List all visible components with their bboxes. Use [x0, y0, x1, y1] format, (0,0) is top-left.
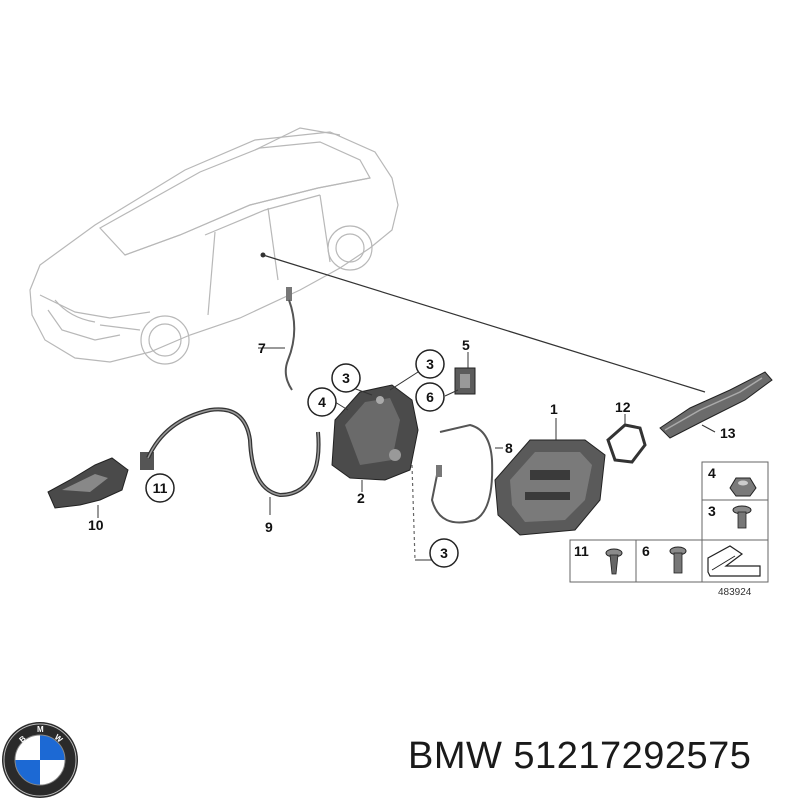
callout-4: 4 [307, 387, 337, 417]
clip-icon-11 [605, 548, 623, 575]
label-2: 2 [357, 490, 365, 506]
callout-11: 11 [145, 473, 175, 503]
label-13: 13 [720, 425, 736, 441]
svg-text:3: 3 [440, 545, 448, 561]
reference-number: 483924 [718, 587, 752, 598]
callout-3a: 3 [331, 363, 361, 393]
callout-3c: 3 [429, 538, 459, 568]
screw-icon-3 [732, 505, 752, 529]
screw-icon-6 [669, 546, 687, 574]
label-7: 7 [258, 340, 266, 356]
svg-text:6: 6 [426, 389, 434, 405]
bmw-logo: B M W [2, 722, 78, 798]
svg-text:3: 3 [426, 356, 434, 372]
callout-6: 6 [415, 382, 445, 412]
svg-text:4: 4 [318, 394, 326, 410]
svg-text:W: W [53, 733, 65, 745]
callout-3b: 3 [415, 349, 445, 379]
part-11-clip [140, 452, 154, 470]
part-5-bracket [444, 352, 476, 397]
label-10: 10 [88, 517, 104, 533]
label-1: 1 [550, 401, 558, 417]
arrow-wedge-icon [707, 545, 761, 577]
leader-line-car-to-handle [260, 252, 706, 393]
svg-text:B: B [18, 734, 28, 745]
part-13-outer-handle [659, 371, 773, 439]
part-1-handle-carrier [494, 418, 606, 536]
legend-label-6: 6 [642, 543, 650, 559]
label-9: 9 [265, 519, 273, 535]
svg-text:M: M [37, 725, 44, 734]
label-5: 5 [462, 337, 470, 353]
svg-text:3: 3 [342, 370, 350, 386]
label-12: 12 [615, 399, 631, 415]
legend-label-11: 11 [574, 543, 589, 559]
part-12-gasket [606, 414, 647, 464]
part-8-cable [430, 423, 503, 524]
part-9-cable [146, 407, 321, 515]
legend-label-3: 3 [708, 503, 716, 519]
label-8: 8 [505, 440, 513, 456]
part-number-caption: BMW 51217292575 [408, 735, 752, 777]
nut-icon [729, 477, 757, 497]
legend-box [569, 461, 769, 583]
part-2-lock-actuator [331, 371, 432, 561]
part-7-rod [258, 287, 296, 391]
legend-label-4: 4 [708, 465, 716, 481]
svg-text:11: 11 [153, 480, 168, 496]
part-10-inner-handle [47, 457, 129, 518]
car-outline [29, 127, 399, 365]
